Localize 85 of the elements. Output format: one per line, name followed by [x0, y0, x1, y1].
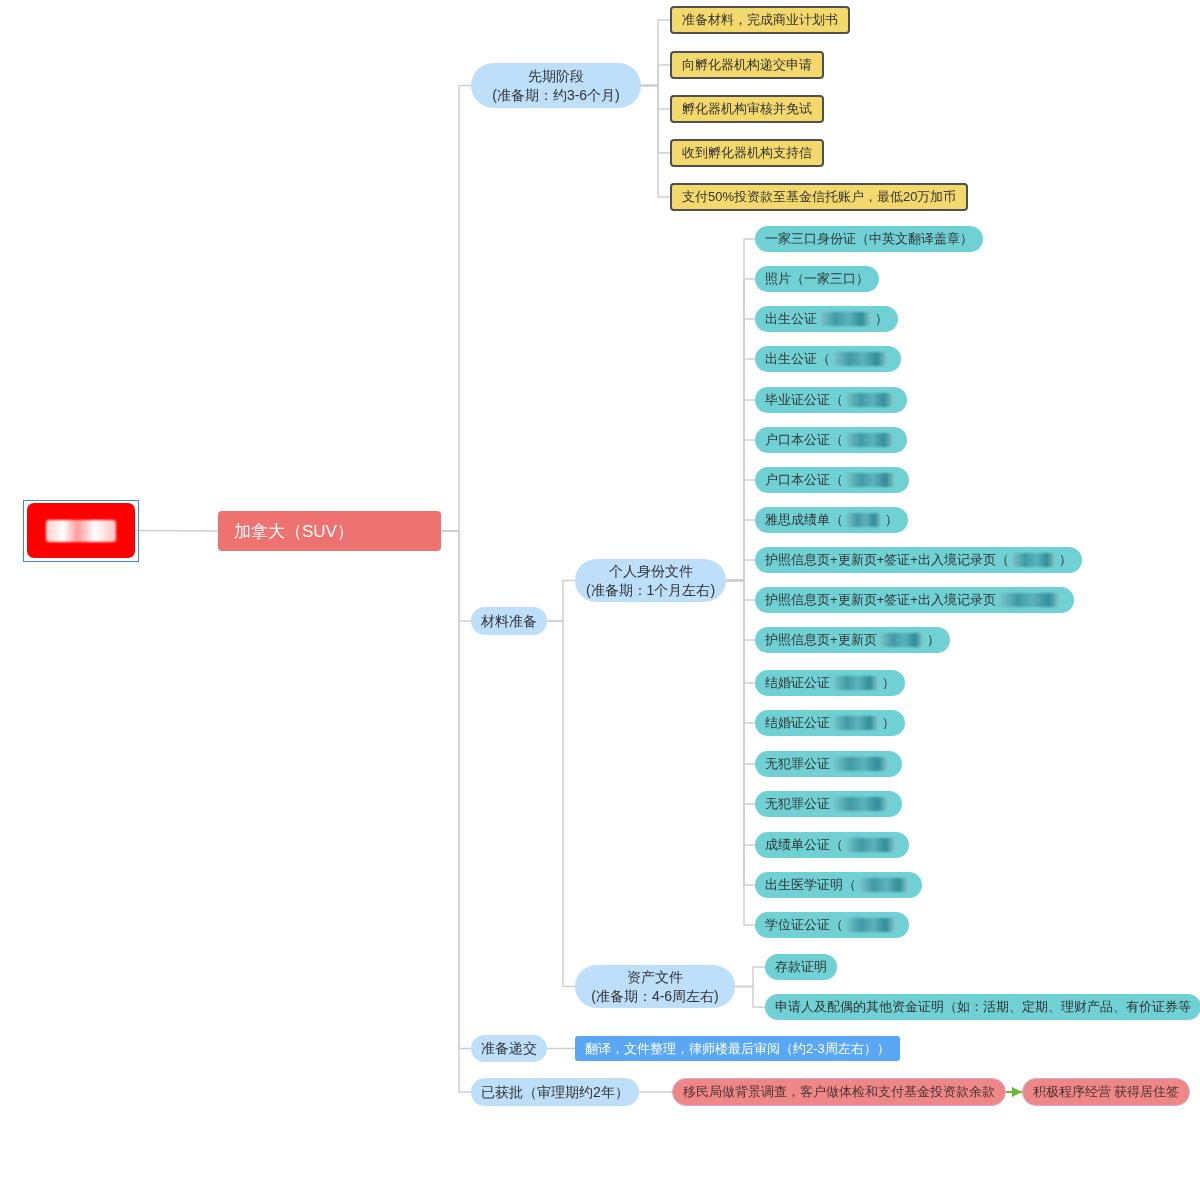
topic-box	[218, 511, 441, 551]
connector	[134, 529, 219, 532]
document-pill	[765, 954, 837, 980]
document-label: 户口本公证（	[765, 431, 843, 449]
document-pill	[755, 627, 950, 653]
document-pill	[755, 751, 902, 777]
document-label: 一家三口身份证（中英文翻译盖章）	[765, 230, 973, 248]
document-pill	[755, 832, 909, 858]
document-pill	[755, 710, 905, 736]
closing-bracket: ）	[882, 714, 895, 732]
stage-pill	[471, 1078, 639, 1106]
document-pill	[755, 226, 983, 252]
document-label: 出生公证（	[765, 350, 830, 368]
document-pill	[755, 467, 909, 493]
step-label: 翻译，文件整理，律师楼最后审阅（约2-3周左右））	[585, 1039, 890, 1058]
document-label: 申请人及配偶的其他资金证明（如：活期、定期、理财产品、有价证券等	[775, 998, 1191, 1016]
stage-title: 已获批（审理期约2年）	[481, 1082, 629, 1102]
stage-pill	[471, 63, 641, 108]
document-pill	[755, 587, 1074, 613]
closing-bracket: ）	[885, 511, 898, 529]
step-label: 积极程序经营 获得居住签	[1033, 1083, 1180, 1101]
stage-pill	[471, 1035, 547, 1062]
document-label: 学位证公证（	[765, 916, 843, 934]
document-label: 护照信息页+更新页+签证+出入境记录页	[765, 591, 996, 609]
document-pill	[755, 547, 1082, 573]
document-pill	[755, 912, 909, 938]
stage-title: 材料准备	[481, 611, 537, 631]
process-box	[1022, 1078, 1191, 1106]
closing-bracket: ）	[882, 674, 895, 692]
task-box	[670, 6, 850, 34]
task-label: 准备材料，完成商业计划书	[682, 11, 838, 29]
document-label: 结婚证公证	[765, 714, 830, 732]
closing-bracket: ）	[1058, 551, 1072, 569]
stage-title: 先期阶段	[528, 66, 584, 86]
closing-bracket: ）	[926, 631, 940, 649]
document-label: 照片（一家三口）	[765, 270, 869, 288]
document-label: 毕业证公证（	[765, 391, 843, 409]
document-label: 无犯罪公证	[765, 795, 830, 813]
stage-pill	[471, 607, 547, 635]
connector	[546, 620, 576, 988]
topic-label: 加拿大（SUV）	[234, 520, 354, 543]
document-pill	[755, 306, 898, 332]
stage-title: 准备递交	[481, 1039, 537, 1058]
document-pill	[755, 507, 908, 533]
document-pill	[755, 427, 907, 453]
document-pill	[755, 791, 902, 817]
document-pill	[755, 266, 879, 292]
document-pill	[755, 387, 907, 413]
process-box	[672, 1078, 1006, 1106]
task-label: 孵化器机构审核并免试	[682, 100, 812, 118]
document-label: 雅思成绩单（	[765, 511, 843, 529]
stage-pill	[575, 559, 726, 602]
stage-period: (准备期：约3-6个月)	[492, 85, 620, 105]
closing-bracket: ）	[875, 310, 888, 328]
stage-title: 个人身份文件	[608, 561, 693, 581]
task-box	[670, 95, 824, 123]
connector	[734, 985, 766, 1008]
task-label: 支付50%投资款至基金信托账户，最低20万加币	[682, 188, 957, 206]
stage-pill	[575, 965, 735, 1008]
document-pill	[755, 670, 905, 696]
document-label: 成绩单公证（	[765, 836, 843, 854]
task-label: 向孵化器机构递交申请	[682, 56, 812, 74]
document-label: 无犯罪公证	[765, 755, 830, 773]
document-label: 出生公证	[765, 310, 817, 328]
document-label: 存款证明	[775, 958, 827, 976]
document-label: 护照信息页+更新页+签证+出入境记录页（	[765, 551, 1009, 569]
document-label: 结婚证公证	[765, 674, 830, 692]
arrow	[1005, 1087, 1023, 1097]
stage-title: 资产文件	[627, 967, 683, 987]
task-label: 收到孵化器机构支持信	[682, 144, 812, 162]
task-box	[670, 183, 969, 211]
document-label: 户口本公证（	[765, 471, 843, 489]
connector	[546, 1047, 576, 1050]
connector	[638, 1091, 673, 1093]
task-box	[670, 139, 824, 167]
stage-period: (准备期：4-6周左右)	[591, 986, 719, 1006]
document-pill	[755, 872, 922, 898]
task-box	[670, 51, 824, 79]
stage-period: (准备期：1个月左右)	[585, 580, 716, 600]
document-label: 护照信息页+更新页	[765, 631, 877, 649]
step-box	[575, 1036, 900, 1061]
document-pill	[755, 346, 901, 372]
document-pill	[765, 994, 1200, 1020]
document-label: 出生医学证明（	[765, 876, 856, 894]
step-label: 移民局做背景调查，客户做体检和支付基金投资款余款	[683, 1083, 995, 1101]
